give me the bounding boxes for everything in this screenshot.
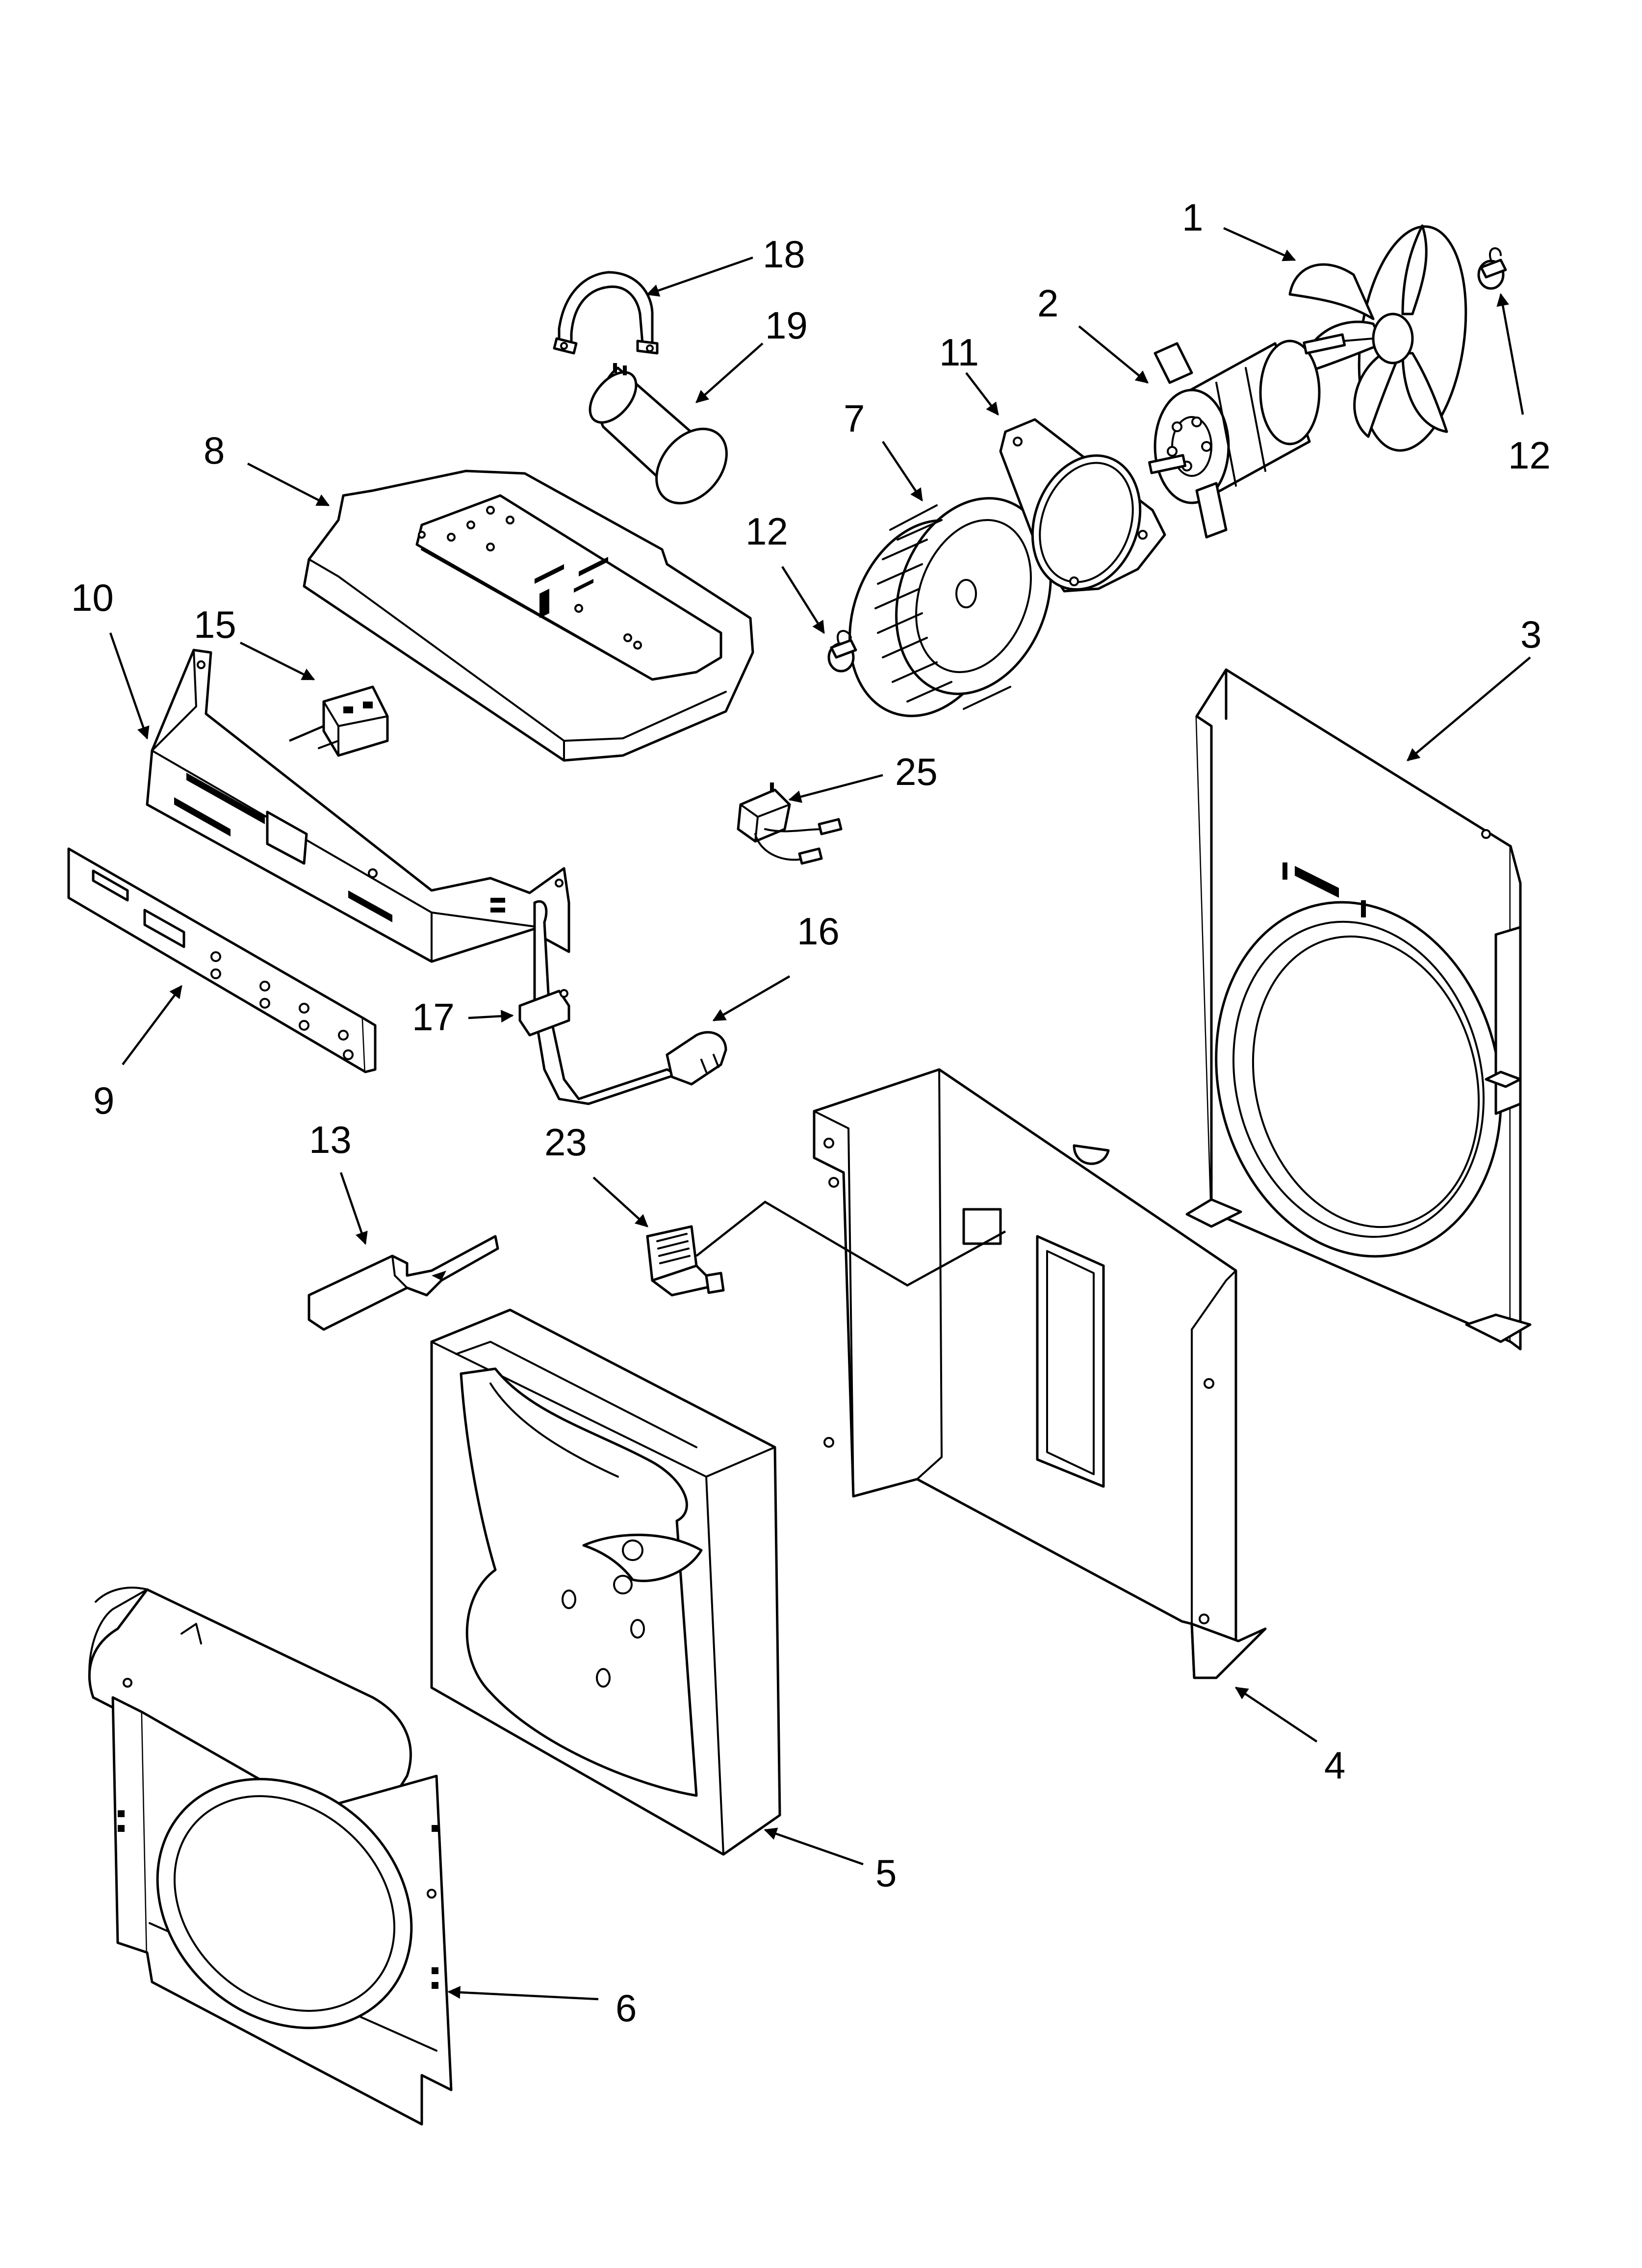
callout-7: 7 [844, 397, 865, 440]
callout-8: 8 [204, 429, 225, 472]
part-12-clamp-lower [827, 630, 857, 673]
callout-9: 9 [93, 1079, 114, 1122]
part-5-blower-housing [430, 1308, 781, 1856]
part-2-motor [1148, 333, 1346, 539]
part-1-fan-blade [1288, 224, 1467, 452]
part-6-duct [88, 1587, 453, 2126]
callout-16: 16 [797, 910, 840, 953]
callout-10: 10 [71, 576, 114, 619]
part-25-thermostat [737, 782, 843, 865]
callout-25: 25 [895, 750, 938, 793]
callout-6: 6 [616, 1986, 637, 2030]
callout-12-upper: 12 [1508, 434, 1551, 477]
part-9-control-panel [67, 847, 377, 1073]
part-15-switch [289, 685, 389, 757]
callout-12-lower: 12 [745, 510, 788, 553]
part-7-blower-wheel [848, 497, 1052, 717]
callout-23: 23 [544, 1121, 587, 1164]
callout-5: 5 [875, 1851, 897, 1895]
callout-3: 3 [1520, 613, 1541, 656]
part-23-sensor [646, 1200, 1006, 1297]
part-10-console-bracket [146, 649, 570, 963]
callout-18: 18 [763, 233, 805, 276]
part-11-seal-plate [999, 418, 1166, 593]
part-8-top-panel [303, 469, 754, 762]
part-18-capacitor-strap [553, 271, 659, 355]
callout-labels: 1 2 3 4 5 6 7 8 9 10 11 12 12 13 15 16 1… [71, 196, 1551, 2030]
callout-13: 13 [309, 1118, 352, 1161]
callout-2: 2 [1037, 282, 1058, 325]
callout-19: 19 [765, 304, 808, 347]
callout-15: 15 [194, 603, 236, 646]
part-17-cord-clamp [518, 989, 570, 1037]
part-12-clamp-upper [1477, 247, 1507, 290]
part-19-capacitor [589, 363, 728, 505]
part-3-front-bulkhead [1185, 668, 1532, 1351]
part-13-bracket [308, 1235, 499, 1331]
callout-17: 17 [412, 995, 455, 1039]
part-4-side-panel [813, 1068, 1267, 1679]
callout-4: 4 [1324, 1744, 1345, 1787]
part-16-power-cord [533, 900, 727, 1105]
callout-11: 11 [939, 331, 979, 374]
callout-leaders [109, 227, 1531, 2001]
callout-1: 1 [1182, 196, 1203, 239]
